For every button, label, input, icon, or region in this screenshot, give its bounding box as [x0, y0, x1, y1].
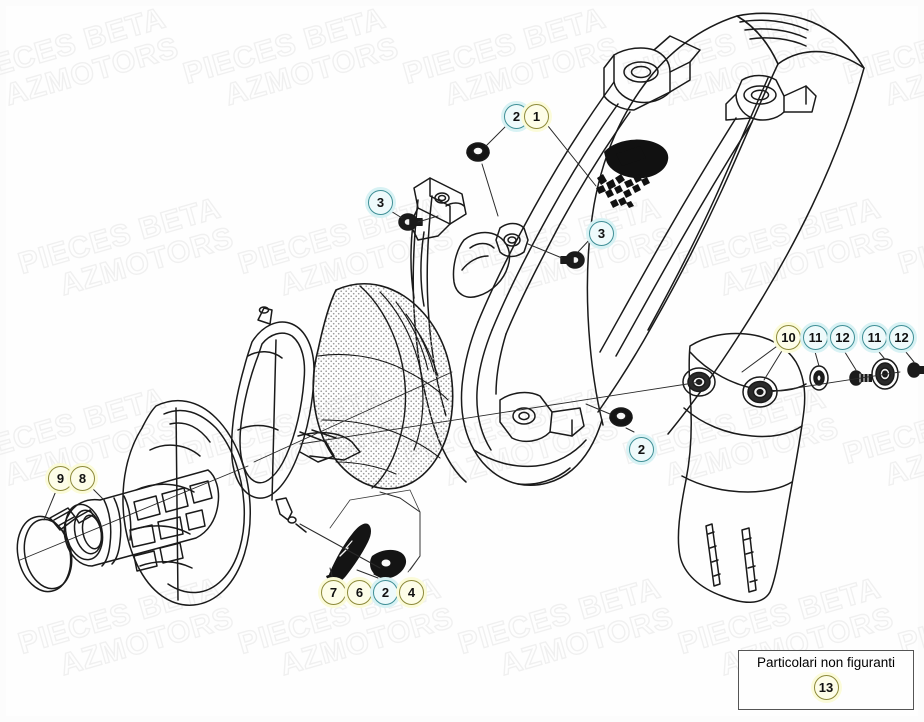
leader-lines — [19, 115, 915, 585]
callout-3-screw-left[interactable]: 3 — [368, 190, 393, 215]
callout-11-washer-b[interactable]: 11 — [862, 325, 887, 350]
callout-13-parts-not-shown[interactable]: 13 — [813, 675, 839, 700]
airbox-body — [409, 12, 865, 486]
filter-bracket-detail — [373, 558, 392, 579]
callout-3-screw-right[interactable]: 3 — [589, 221, 614, 246]
grommet-mid — [609, 407, 633, 427]
legend-callout-wrap: 13 — [813, 675, 839, 700]
filter-frame-ring — [230, 306, 361, 533]
callout-2-grommet-mid[interactable]: 2 — [629, 437, 654, 462]
legend-text: Particolari non figuranti — [756, 655, 896, 670]
air-filter-element — [312, 282, 454, 490]
panel-screw-a — [849, 370, 872, 386]
filter-latch-lever — [326, 523, 371, 585]
callout-7-latch-lever[interactable]: 7 — [321, 580, 346, 605]
callout-4-filter-element[interactable]: 4 — [399, 580, 424, 605]
callout-10-side-panel[interactable]: 10 — [776, 325, 801, 350]
element-callout-frame — [329, 489, 421, 573]
panel-grommet-seat-b — [742, 376, 778, 408]
legend-box: Particolari non figuranti 13 — [738, 650, 914, 710]
hose-clamp — [16, 507, 94, 593]
filter-cage-intake — [63, 399, 251, 606]
screw-right — [560, 251, 585, 269]
screw-left — [398, 213, 423, 231]
callout-11-washer-a[interactable]: 11 — [803, 325, 828, 350]
side-panel — [677, 332, 807, 603]
callout-12-screw-b[interactable]: 12 — [889, 325, 914, 350]
panel-washer-a — [809, 365, 829, 391]
callout-6-bracket[interactable]: 6 — [347, 580, 372, 605]
callout-12-screw-a[interactable]: 12 — [830, 325, 855, 350]
callout-1-airbox[interactable]: 1 — [524, 104, 549, 129]
panel-screw-b — [907, 362, 924, 378]
callout-2-grommet-bottom[interactable]: 2 — [373, 580, 398, 605]
callout-8-filter-cage[interactable]: 8 — [70, 466, 95, 491]
